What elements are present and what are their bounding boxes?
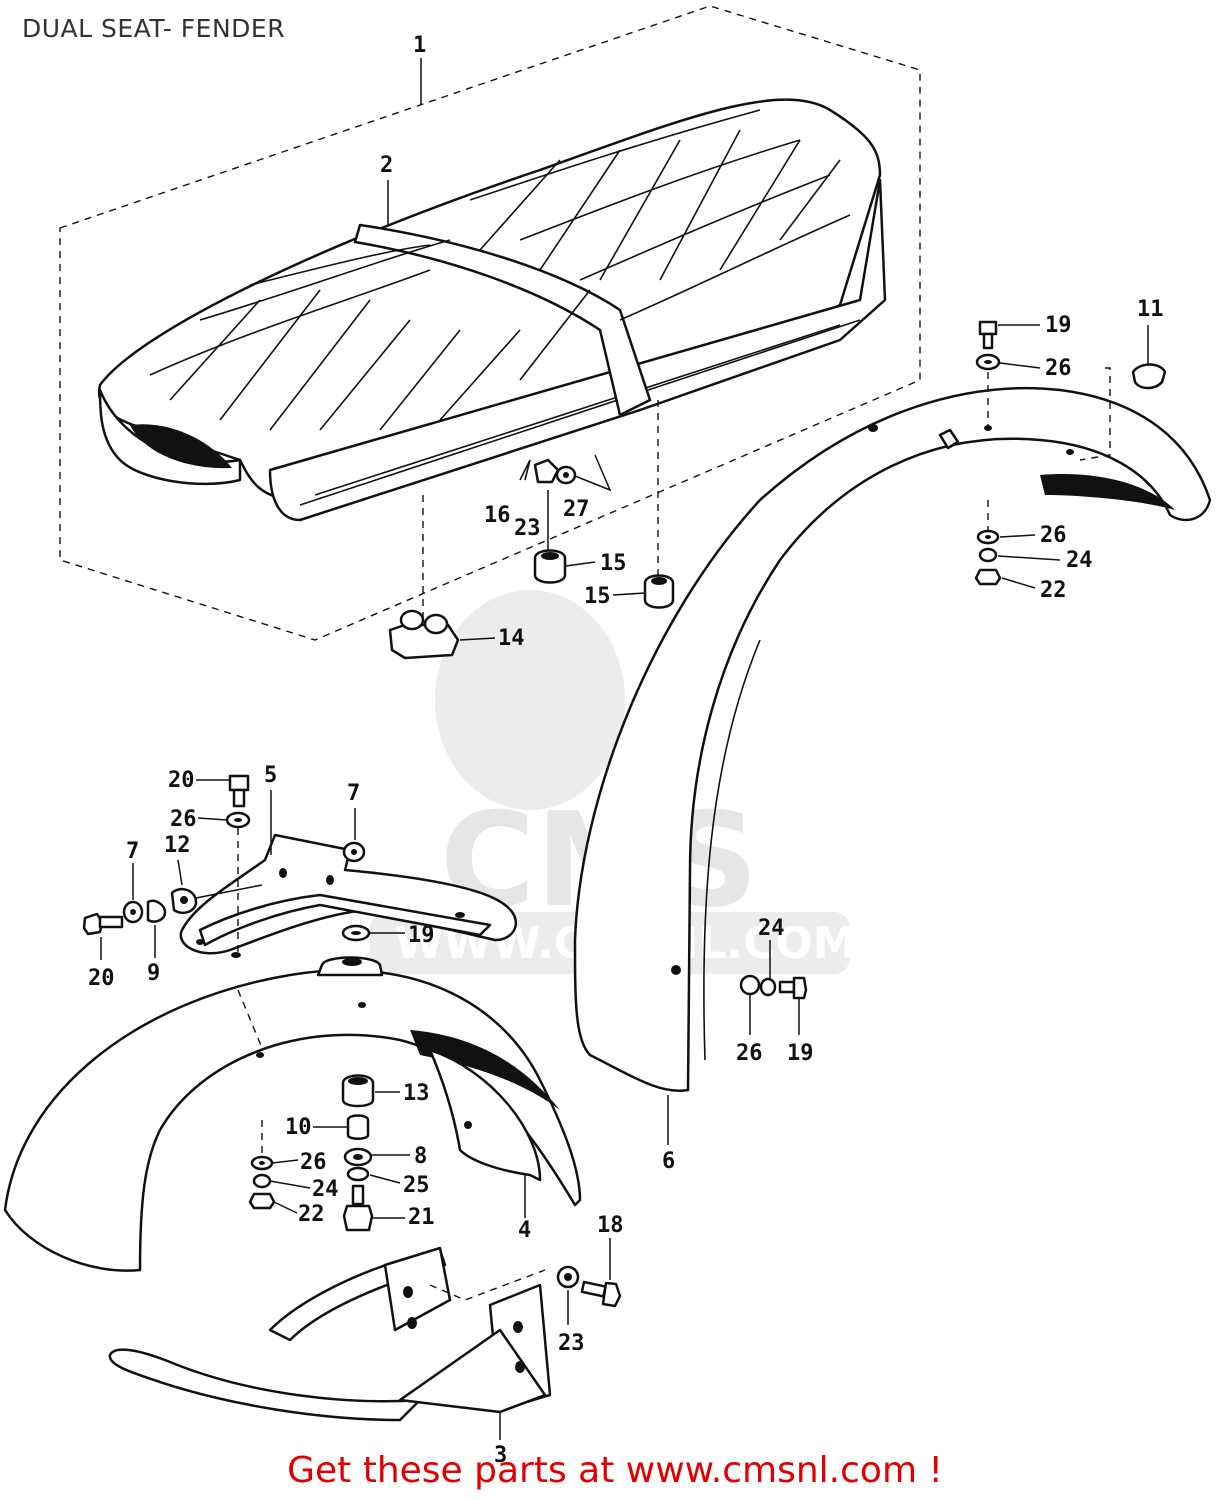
label-11: 11	[1137, 297, 1164, 322]
label-26: 26	[1040, 523, 1067, 548]
seat-stopper[interactable]	[388, 609, 460, 660]
label-19: 19	[787, 1041, 814, 1066]
label-20: 20	[88, 966, 115, 991]
label-8: 8	[414, 1144, 427, 1169]
label-5: 5	[264, 763, 277, 788]
label-26: 26	[300, 1150, 327, 1175]
front-fender-mount-stack[interactable]	[341, 1074, 375, 1232]
label-14: 14	[498, 626, 525, 651]
label-13: 13	[403, 1081, 430, 1106]
rear-fender-plug[interactable]	[1079, 363, 1167, 461]
label-22: 22	[1040, 578, 1067, 603]
label-3: 3	[494, 1443, 507, 1468]
label-26: 26	[736, 1041, 763, 1066]
label-15: 15	[600, 551, 627, 576]
label-22: 22	[298, 1202, 325, 1227]
label-15: 15	[584, 584, 611, 609]
front-stay-washer[interactable]	[341, 841, 371, 942]
label-27: 27	[563, 497, 590, 522]
rear-fender-side-bolt[interactable]	[739, 974, 808, 1000]
label-25: 25	[403, 1173, 430, 1198]
label-16: 16	[484, 503, 511, 528]
label-24: 24	[312, 1177, 339, 1202]
label-2: 2	[380, 153, 393, 178]
label-7: 7	[126, 839, 139, 864]
label-19: 19	[408, 923, 435, 948]
label-26: 26	[170, 807, 197, 832]
dual-seat[interactable]	[97, 98, 887, 522]
front-brace-bolt[interactable]	[556, 1265, 622, 1308]
label-23: 23	[558, 1331, 585, 1356]
front-fender-nuts-left[interactable]	[248, 1120, 276, 1210]
label-26: 26	[1045, 356, 1072, 381]
label-6: 6	[662, 1149, 675, 1174]
front-fender-stay[interactable]	[179, 833, 517, 958]
rear-fender[interactable]	[573, 386, 1212, 1093]
front-stay-bolt-top[interactable]	[225, 774, 263, 1049]
label-4: 4	[518, 1218, 531, 1243]
front-fender[interactable]	[3, 956, 582, 1272]
label-7: 7	[347, 781, 360, 806]
seat-cushion-rubber-left[interactable]	[533, 549, 567, 584]
front-stay-bolt-left[interactable]	[82, 884, 263, 936]
rear-fender-bolt-top[interactable]	[975, 320, 1001, 425]
label-12: 12	[164, 833, 191, 858]
label-19: 19	[1045, 313, 1072, 338]
label-18: 18	[597, 1213, 624, 1238]
label-10: 10	[285, 1115, 312, 1140]
label-23: 23	[514, 516, 541, 541]
label-24: 24	[758, 916, 785, 941]
label-21: 21	[408, 1205, 435, 1230]
rear-fender-nuts[interactable]	[974, 500, 1002, 586]
seat-hinge-bolt[interactable]	[519, 454, 612, 492]
page-title: DUAL SEAT- FENDER	[22, 14, 286, 43]
part-labels: 1 2 11 19 26 16 23 27 15 15 26 24 22 14 …	[88, 33, 1164, 1468]
label-1: 1	[413, 33, 426, 58]
front-fender-brace[interactable]	[108, 1246, 552, 1422]
seat-cushion-rubber-right[interactable]	[643, 574, 675, 609]
label-20: 20	[168, 768, 195, 793]
label-9: 9	[147, 961, 160, 986]
label-24: 24	[1066, 548, 1093, 573]
footer-link[interactable]: Get these parts at www.cmsnl.com !	[287, 1450, 943, 1491]
leader-lines	[100, 180, 1149, 1440]
